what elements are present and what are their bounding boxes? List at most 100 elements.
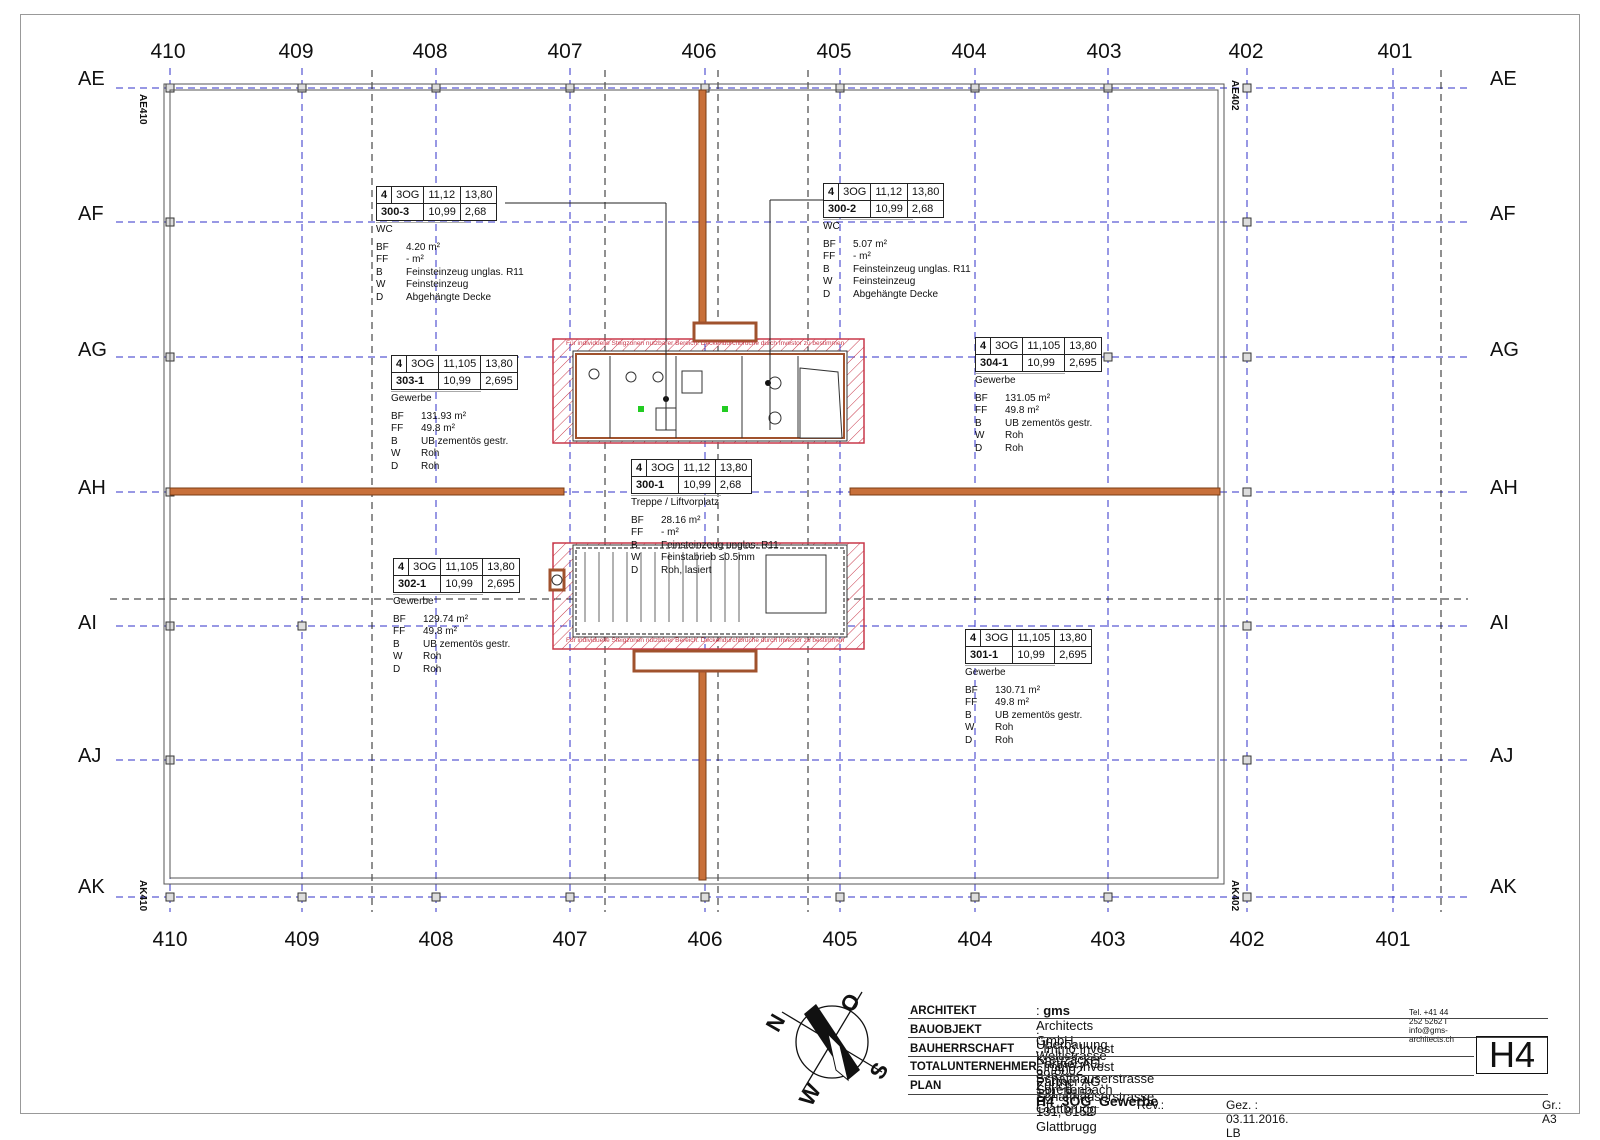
property-key: D xyxy=(823,288,831,300)
axis-column-top: 409 xyxy=(278,40,314,63)
property-value: Feinsteinzeug xyxy=(406,279,469,290)
axis-row-right: AF xyxy=(1490,203,1516,225)
room-cell: 13,80 xyxy=(459,186,498,204)
room-cell: 3OG xyxy=(990,337,1024,355)
axis-row-left: AI xyxy=(78,612,97,634)
compass xyxy=(781,991,883,1093)
property-value: 49.8 m² xyxy=(423,626,457,637)
room-cell: 11,105 xyxy=(440,558,484,576)
property-key: FF xyxy=(376,254,389,265)
core-note-upper: Für individuelle Steigzonen nutzbarer Be… xyxy=(566,340,845,347)
property-value: UB zementös gestr. xyxy=(421,435,509,447)
room-cell: 2,695 xyxy=(1054,646,1092,664)
axis-row-right: AE xyxy=(1490,68,1517,90)
tb-line-5 xyxy=(908,1094,1548,1095)
room-name: WC xyxy=(823,219,913,234)
room-cell: 2,695 xyxy=(482,575,520,593)
property-value: 28.16 m² xyxy=(661,514,701,526)
property-key: BF xyxy=(376,241,389,253)
room-cell: 2,695 xyxy=(1064,354,1102,372)
room-cell: 13,80 xyxy=(714,459,753,477)
property-value: Feinsteinzeug unglas. R11 xyxy=(853,263,971,275)
architekt-label: ARCHITEKT xyxy=(910,1005,977,1017)
column-marker xyxy=(165,892,175,902)
property-key: W xyxy=(391,448,401,459)
room-property: W Roh xyxy=(965,722,1092,735)
property-value: Abgehängte Decke xyxy=(853,288,939,300)
property-key: D xyxy=(965,734,973,746)
column-marker xyxy=(1242,217,1252,227)
tb-line-4 xyxy=(908,1075,1474,1076)
bauherrschaft-text: Immo Invest Partner AG, Schaffhauserstra… xyxy=(1036,1041,1155,1116)
core-note-lower: Für individuelle Steigzonen nutzbarer Be… xyxy=(566,637,845,644)
property-key: D xyxy=(393,663,401,675)
property-key: BF xyxy=(823,238,836,250)
axis-column-bottom: 401 xyxy=(1375,928,1411,951)
axis-column-top: 401 xyxy=(1377,40,1413,63)
totalunternehmer-label: TOTALUNTERNEHMER xyxy=(910,1061,1037,1073)
property-value: Roh, lasiert xyxy=(661,564,712,576)
format-label: Gr.: A3 xyxy=(1542,1098,1562,1126)
property-key: B xyxy=(631,539,638,551)
room-cell: 13,80 xyxy=(1054,629,1092,647)
room-cell: 4 xyxy=(630,459,648,477)
column-marker xyxy=(835,83,845,93)
property-key: BF xyxy=(965,684,978,696)
property-key: FF xyxy=(391,423,404,434)
property-key: W xyxy=(965,722,975,733)
property-value: Roh xyxy=(995,734,1014,746)
property-value: 49.8 m² xyxy=(421,423,455,434)
column-marker xyxy=(431,892,441,902)
axis-row-right: AH xyxy=(1490,477,1518,499)
column-marker xyxy=(1103,352,1113,362)
room-cell: 13,80 xyxy=(482,558,520,576)
property-key: B xyxy=(975,417,982,429)
property-key: FF xyxy=(965,697,978,708)
room-cell: 10,99 xyxy=(1012,646,1056,664)
room-cell: 13,80 xyxy=(906,183,945,201)
property-value: Roh xyxy=(995,722,1014,733)
room-cell: 11,105 xyxy=(1012,629,1056,647)
property-key: FF xyxy=(975,405,988,416)
axis-column-top: 405 xyxy=(816,40,852,63)
room-cell: 303-1 xyxy=(390,372,440,390)
column-marker xyxy=(1242,352,1252,362)
column-marker xyxy=(1242,755,1252,765)
property-key: FF xyxy=(631,527,644,538)
column-marker xyxy=(835,892,845,902)
room-cell: 4 xyxy=(974,337,992,355)
axis-column-top: 410 xyxy=(150,40,186,63)
property-key: BF xyxy=(975,392,988,404)
axis-row-left: AG xyxy=(78,339,107,361)
room-cell: 11,105 xyxy=(438,355,482,373)
axis-column-bottom: 408 xyxy=(418,928,454,951)
axis-column-bottom: 404 xyxy=(957,928,993,951)
property-value: Roh xyxy=(421,460,440,472)
column-marker xyxy=(565,83,575,93)
property-value: 5.07 m² xyxy=(853,238,887,250)
room-cell: 2,68 xyxy=(459,203,498,221)
axis-row-right: AK xyxy=(1490,876,1517,898)
gez-label: Gez. : 03.11.2016. LB xyxy=(1226,1098,1289,1140)
property-key: W xyxy=(393,651,403,662)
property-value: 131.93 m² xyxy=(421,410,467,422)
totalunternehmer-text: Immo Invest Partner AG, Schaffhauserstra… xyxy=(1036,1059,1155,1134)
property-key: W xyxy=(376,279,386,290)
room-name: Gewerbe xyxy=(393,594,483,609)
